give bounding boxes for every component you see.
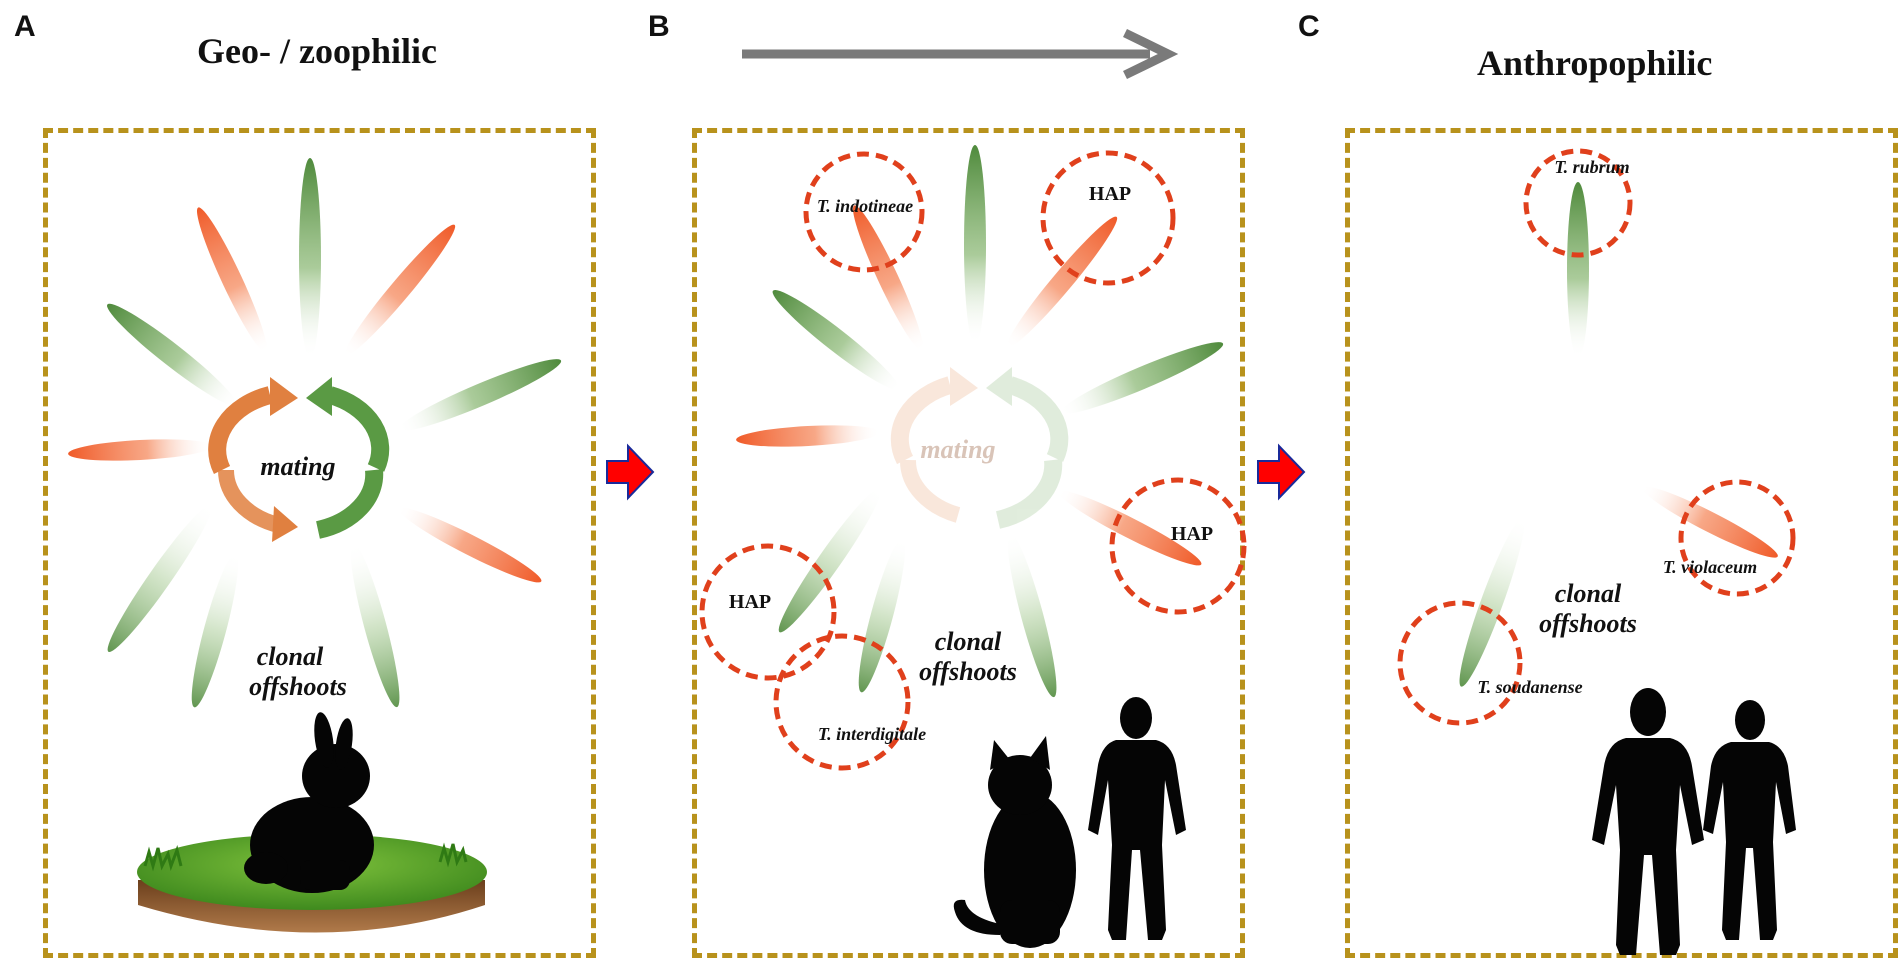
orange-ray <box>852 205 924 351</box>
panel-letter-c: C <box>1298 10 1320 43</box>
green-ray <box>398 359 562 431</box>
header-anthropophilic: Anthropophilic <box>1477 43 1713 83</box>
hap-circles-b <box>699 150 1247 771</box>
green-ray <box>299 158 321 358</box>
label-t-indotineae: T. indotineae <box>817 196 913 216</box>
circle-t-soudanense <box>1397 600 1523 726</box>
orange-ray <box>736 425 880 447</box>
circle-t-interdigitale <box>773 633 911 771</box>
label-clonal-b: clonal <box>935 627 1002 656</box>
orange-ray <box>68 439 212 461</box>
right-arrow-icon <box>1257 443 1306 501</box>
human-silhouette-icon <box>1703 700 1796 940</box>
orange-ray <box>398 507 542 583</box>
label-t-rubrum: T. rubrum <box>1554 157 1629 177</box>
mating-cycle-icon <box>208 377 390 542</box>
green-ray <box>1459 517 1525 687</box>
green-ray <box>858 537 906 693</box>
circle-t-violaceum <box>1678 479 1796 597</box>
circle-hap-left <box>699 543 837 681</box>
green-ray <box>964 145 986 345</box>
human-silhouette-icon <box>1088 697 1186 940</box>
panel-c-rays <box>1459 182 1778 687</box>
mating-cycle-icon <box>890 367 1069 529</box>
panel-letter-a: A <box>14 10 36 43</box>
frame-panel-c <box>1345 128 1898 958</box>
frame-panel-a <box>43 128 596 958</box>
rabbit-silhouette-icon <box>244 712 374 893</box>
label-clonal-a: clonal <box>257 642 324 671</box>
label-clonal-c: clonal <box>1555 579 1622 608</box>
species-circles-c <box>1397 148 1796 726</box>
right-arrow-icon <box>606 443 655 501</box>
panel-b-rays <box>736 145 1224 698</box>
label-mating-a: mating <box>260 452 335 481</box>
label-hap-top: HAP <box>1089 183 1131 205</box>
label-mating-b: mating <box>920 435 995 464</box>
green-ray <box>1007 532 1057 698</box>
green-ray <box>1567 182 1589 358</box>
label-offshoots-b: offshoots <box>919 657 1017 686</box>
label-hap-left: HAP <box>729 591 771 613</box>
green-ray <box>191 552 239 708</box>
green-ray <box>1060 342 1224 414</box>
label-offshoots-a: offshoots <box>249 672 347 701</box>
circle-hap-top <box>1040 150 1176 286</box>
panel-letter-b: B <box>648 10 670 43</box>
label-offshoots-c: offshoots <box>1539 609 1637 638</box>
green-ray <box>350 542 400 708</box>
label-t-violaceum: T. violaceum <box>1663 557 1757 577</box>
orange-ray <box>1642 486 1778 558</box>
progression-arrow <box>742 28 1179 80</box>
orange-ray <box>196 207 268 353</box>
panel-a-rays <box>68 158 562 708</box>
green-ray <box>107 303 237 407</box>
header-geo-zoophilic: Geo- / zoophilic <box>197 31 437 71</box>
orange-ray <box>1058 490 1202 566</box>
label-hap-right: HAP <box>1171 523 1213 545</box>
green-ray <box>778 487 882 633</box>
circle-hap-right <box>1109 477 1247 615</box>
label-t-interdigitale: T. interdigitale <box>818 724 926 744</box>
green-ray <box>772 289 900 391</box>
label-t-soudanense: T. soudanense <box>1477 677 1582 697</box>
orange-ray <box>1006 216 1118 348</box>
circle-t-indotineae <box>803 151 925 273</box>
human-silhouette-icon <box>1592 688 1704 955</box>
cat-silhouette-icon <box>953 736 1076 948</box>
green-ray <box>107 504 213 652</box>
circle-t-rubrum <box>1523 148 1633 258</box>
orange-ray <box>344 224 456 356</box>
